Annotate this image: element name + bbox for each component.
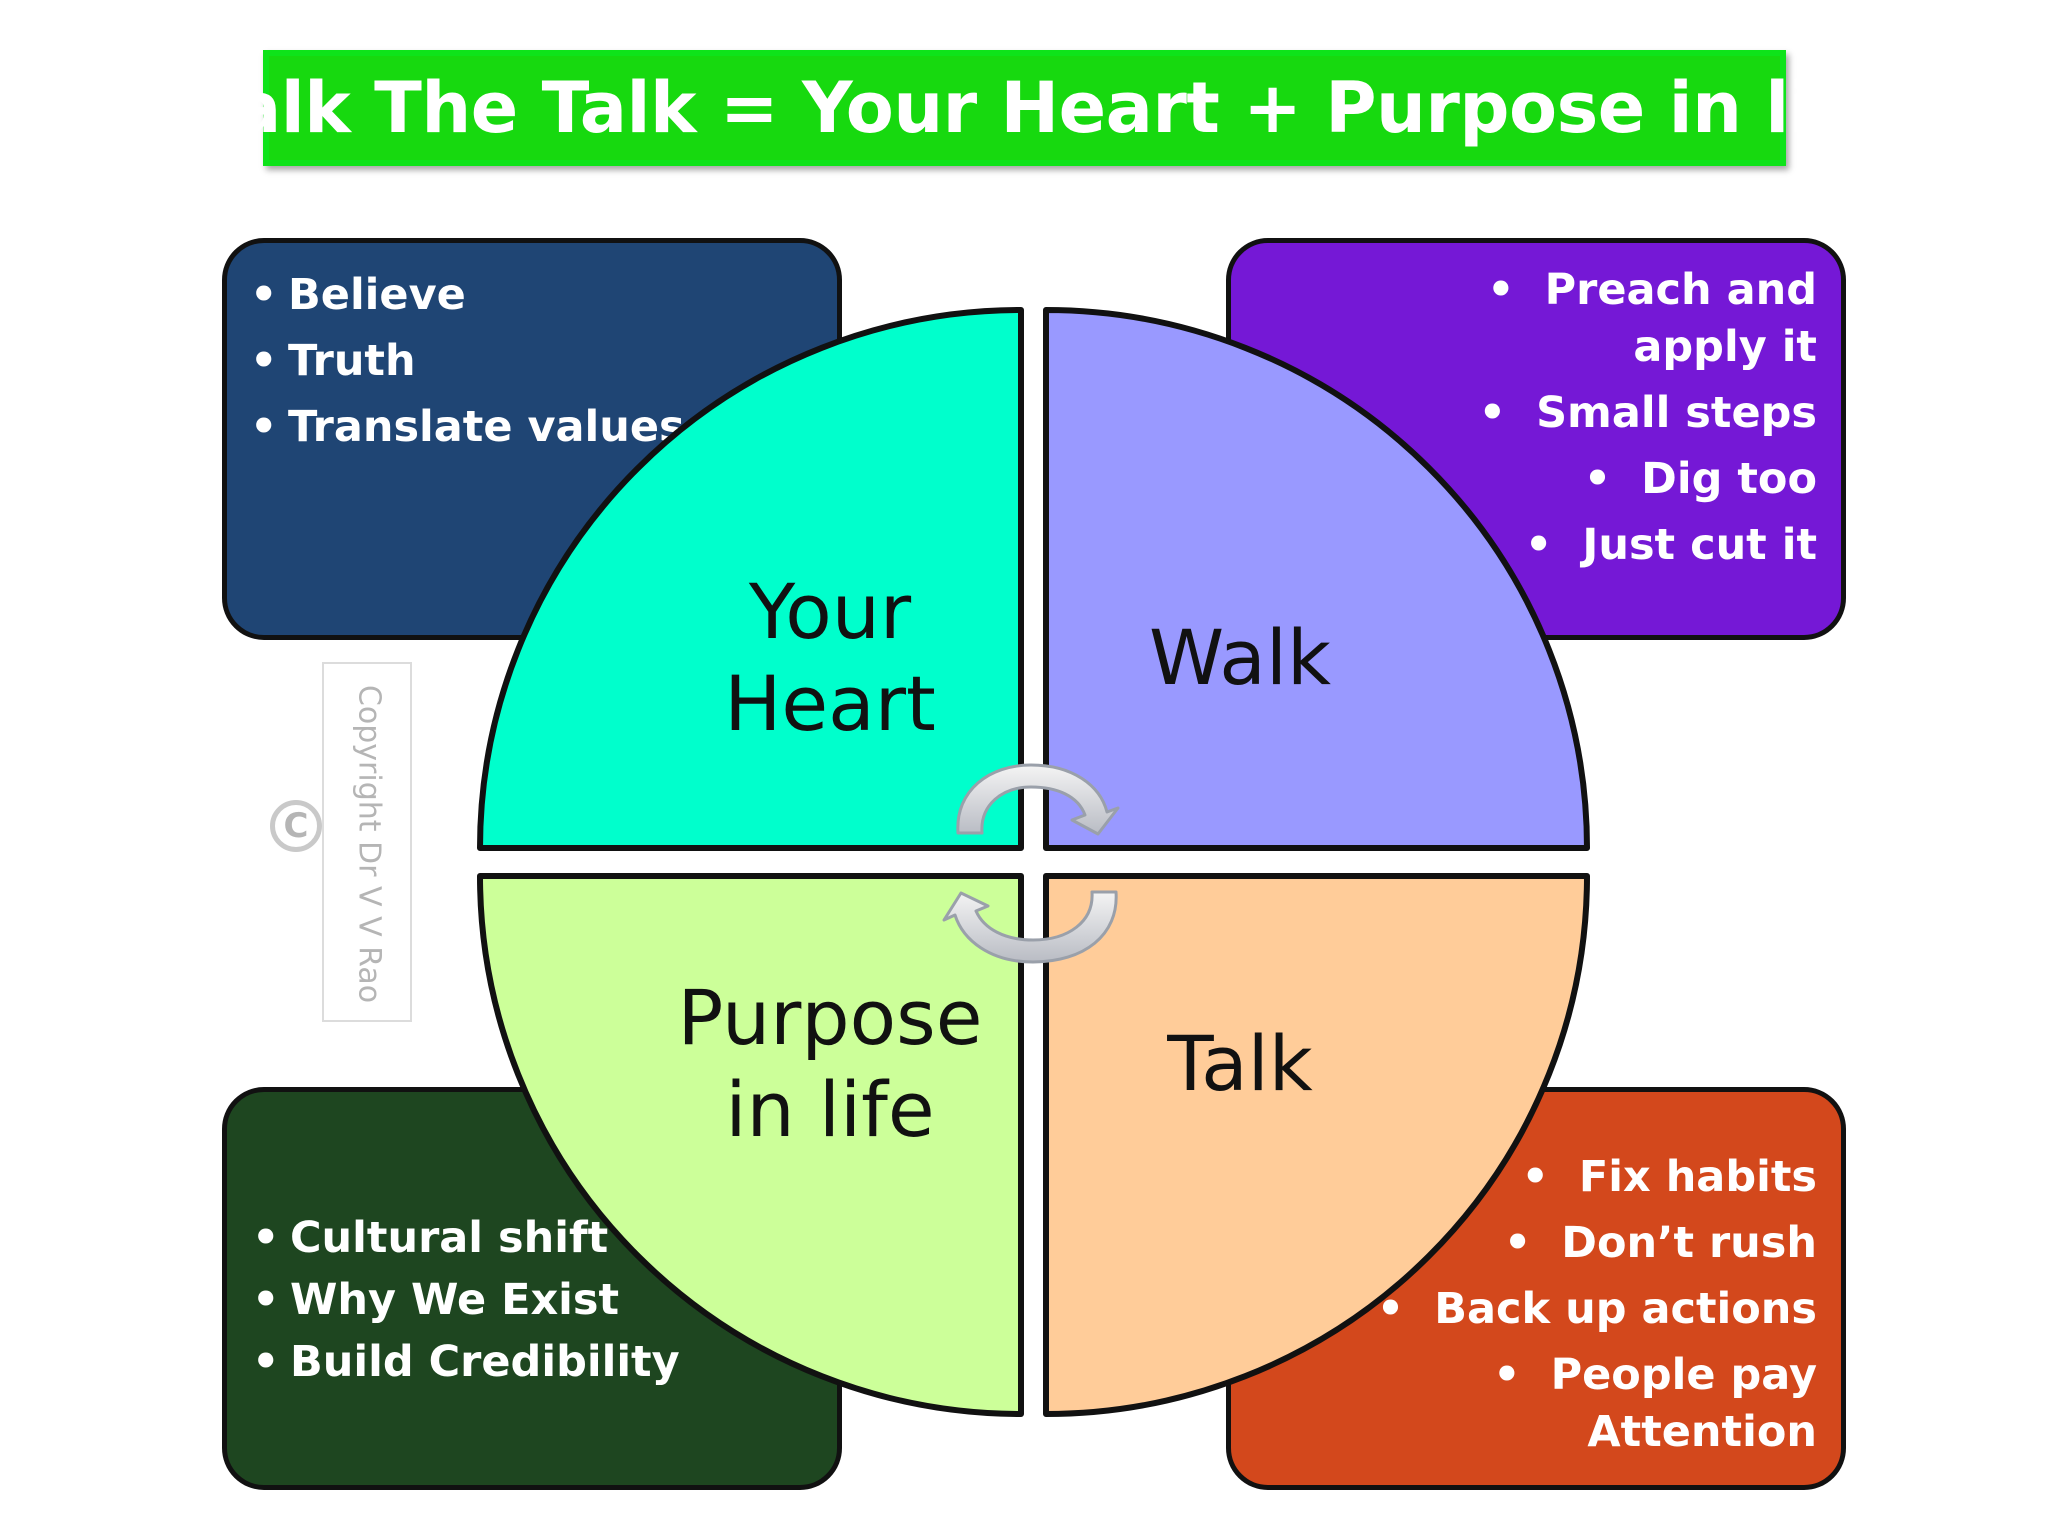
list-item: Small steps bbox=[1457, 385, 1817, 442]
quadrant-label-talk: Talk bbox=[1167, 1019, 1313, 1108]
copyright-watermark: Copyright Dr V V Rao bbox=[322, 662, 412, 1022]
copyright-icon: C bbox=[270, 800, 322, 852]
quadrant-walk bbox=[1043, 307, 1590, 851]
list-bottom-right: Fix habits Don’t rush Back up actions Pe… bbox=[1297, 1149, 1817, 1470]
list-top-right: Preach and apply it Small steps Dig too … bbox=[1457, 262, 1817, 583]
quadrant-label-line: in life bbox=[725, 1065, 935, 1154]
list-item: Preach and apply it bbox=[1457, 262, 1817, 376]
list-item: Believe bbox=[250, 262, 685, 328]
quadrant-label-walk: Walk bbox=[1149, 613, 1331, 702]
list-item: Fix habits bbox=[1297, 1149, 1817, 1206]
copyright-text: Copyright Dr V V Rao bbox=[351, 684, 387, 1004]
list-item: Build Credibility bbox=[252, 1331, 680, 1393]
list-item: Just cut it bbox=[1457, 517, 1817, 574]
list-item: Don’t rush bbox=[1297, 1215, 1817, 1272]
quadrant-label-your-heart: Your Heart bbox=[690, 566, 970, 750]
quadrant-label-line: Your bbox=[748, 567, 912, 656]
list-top-left: Believe Truth Translate values bbox=[250, 262, 685, 460]
title-banner: Walk The Talk = Your Heart + Purpose in … bbox=[160, 50, 1890, 166]
quadrant-label-line: Heart bbox=[724, 659, 936, 748]
quadrant-your-heart bbox=[477, 307, 1024, 851]
list-bottom-left: Cultural shift Why We Exist Build Credib… bbox=[252, 1207, 680, 1393]
list-item: Truth bbox=[250, 328, 685, 394]
list-item: People pay Attention bbox=[1297, 1347, 1817, 1461]
list-item: Why We Exist bbox=[252, 1269, 680, 1331]
quadrant-label-line: Purpose bbox=[677, 973, 983, 1062]
quadrant-purpose-in-life bbox=[477, 873, 1024, 1417]
circular-arrows-icon bbox=[942, 763, 1120, 964]
list-item: Cultural shift bbox=[252, 1207, 680, 1269]
list-item: Translate values bbox=[250, 394, 685, 460]
list-item: Back up actions bbox=[1297, 1281, 1817, 1338]
quadrant-label-purpose-in-life: Purpose in life bbox=[670, 972, 990, 1156]
list-item: Dig too bbox=[1457, 451, 1817, 508]
quadrant-talk bbox=[1043, 873, 1590, 1417]
page-title: Walk The Talk = Your Heart + Purpose in … bbox=[159, 67, 1890, 149]
